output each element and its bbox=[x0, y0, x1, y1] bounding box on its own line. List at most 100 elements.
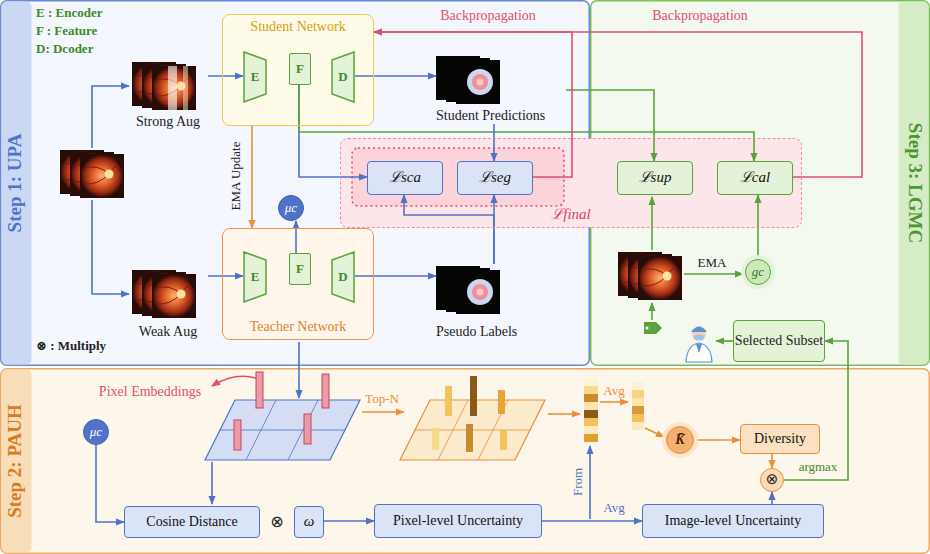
node-text: Student Predictions bbox=[436, 108, 545, 124]
node-text: D bbox=[338, 270, 347, 285]
doctor-mask bbox=[694, 335, 704, 340]
label-tag bbox=[644, 322, 662, 334]
label-holder: Backpropagation bbox=[652, 8, 748, 24]
score-bar bbox=[500, 430, 507, 450]
label-holder: Top-N bbox=[365, 392, 399, 407]
mask-image bbox=[456, 60, 500, 104]
label-holder: Step 1: UPA bbox=[4, 134, 26, 233]
stage-label: Step 2: PAUH bbox=[4, 404, 26, 518]
node-text: Image-level Uncertainty bbox=[665, 513, 801, 529]
node-text: F bbox=[296, 262, 304, 277]
score-bar bbox=[445, 386, 452, 416]
region-panel bbox=[1, 1, 590, 366]
node-text: ℒfinal bbox=[551, 206, 591, 223]
stage-label: Step 1: UPA bbox=[4, 134, 26, 233]
node-text: Diversity bbox=[754, 431, 806, 447]
process-box: Pixel-level Uncertainty bbox=[374, 504, 542, 538]
score-cell bbox=[584, 378, 598, 386]
connector bbox=[374, 32, 862, 177]
region-strip bbox=[2, 370, 32, 553]
label-holder: Step 2: PAUH bbox=[4, 404, 26, 518]
loss-box: ℒfinalℒscaℒsegℒsupℒcal bbox=[340, 138, 802, 228]
panel-fill bbox=[341, 139, 802, 228]
flow-line bbox=[600, 401, 628, 403]
flow-line bbox=[684, 273, 743, 275]
network-box: Teacher Network E F D bbox=[222, 228, 374, 340]
flow-line bbox=[298, 342, 300, 398]
image-caption: Pseudo Labels bbox=[436, 264, 546, 340]
flow-line bbox=[211, 462, 213, 504]
label-holder: From bbox=[571, 468, 586, 496]
embedding-bar bbox=[256, 372, 263, 408]
score-cell bbox=[584, 426, 598, 434]
flow-line bbox=[92, 200, 129, 294]
score-cell bbox=[584, 410, 598, 418]
node-text: Teacher Network bbox=[250, 319, 347, 335]
grid-lines bbox=[220, 400, 345, 460]
label-holder: E : Encoder bbox=[36, 6, 102, 21]
loss-term: ℒsca bbox=[367, 161, 443, 195]
connector bbox=[493, 124, 495, 161]
augment-band bbox=[183, 66, 188, 110]
edge-label: argmax bbox=[799, 460, 838, 475]
score-cell bbox=[584, 394, 598, 402]
process-box: Diversity bbox=[740, 424, 820, 454]
network-box: Student NetworkEFD bbox=[222, 14, 374, 126]
node-text: F bbox=[296, 62, 304, 77]
connector bbox=[771, 454, 773, 468]
score-cell bbox=[632, 390, 644, 398]
feature-block: F bbox=[289, 253, 311, 285]
mask-image bbox=[456, 270, 500, 314]
flow-line bbox=[548, 413, 580, 415]
connector bbox=[355, 75, 436, 77]
node-text: Strong Aug bbox=[136, 114, 200, 130]
connector bbox=[299, 85, 754, 161]
label-holder: F : Feature bbox=[36, 24, 97, 39]
score-cell bbox=[632, 406, 644, 414]
score-cell bbox=[584, 402, 598, 410]
stage-label: Step 3: LGMC bbox=[904, 123, 926, 243]
process-box: Selected Subset bbox=[733, 320, 825, 362]
encoder-block: E bbox=[243, 251, 267, 303]
score-cell bbox=[632, 382, 644, 390]
process-box: Image-level Uncertainty bbox=[642, 504, 824, 538]
multiply-circle: ⊗ bbox=[760, 468, 784, 492]
pointer-line bbox=[212, 376, 256, 386]
node-text: Cosine Distance bbox=[146, 514, 237, 530]
weight-box: ω bbox=[294, 506, 324, 538]
label-holder: Avg bbox=[603, 501, 624, 516]
decoder-block: D bbox=[331, 251, 355, 303]
connector bbox=[251, 126, 253, 228]
fundus-image bbox=[152, 66, 196, 110]
feature-block: F bbox=[289, 53, 311, 85]
note-label: F : Feature bbox=[36, 24, 97, 39]
node-text: Pseudo Labels bbox=[436, 324, 517, 340]
score-cell bbox=[584, 418, 598, 426]
value-circle: K̄ bbox=[666, 426, 694, 454]
embedding-grid bbox=[205, 400, 360, 460]
score-cell bbox=[632, 414, 644, 422]
node-text: Weak Aug bbox=[139, 324, 197, 340]
label-holder: Pixel Embeddings bbox=[99, 384, 201, 400]
connector bbox=[694, 439, 740, 441]
connector bbox=[208, 275, 243, 277]
connector bbox=[208, 75, 243, 77]
connector bbox=[404, 195, 494, 264]
label-holder: EMA Update bbox=[229, 142, 244, 211]
node-text: ℒseg bbox=[479, 169, 511, 186]
score-cell bbox=[632, 398, 644, 406]
node-text: Student Network bbox=[250, 19, 345, 35]
image-caption: Strong Aug bbox=[128, 58, 208, 130]
label-holder: EMA bbox=[698, 256, 727, 271]
node-text: D bbox=[338, 70, 347, 85]
doctor-head bbox=[692, 327, 706, 341]
node-text: gc bbox=[752, 265, 764, 280]
connector bbox=[295, 221, 297, 253]
node-text: K̄ bbox=[675, 432, 684, 448]
score-bar bbox=[466, 424, 473, 452]
note-label: Pixel Embeddings bbox=[99, 384, 201, 400]
node-text: E bbox=[251, 270, 260, 285]
edge-label: Avg bbox=[603, 501, 624, 516]
edge-label: Backpropagation bbox=[652, 8, 748, 24]
